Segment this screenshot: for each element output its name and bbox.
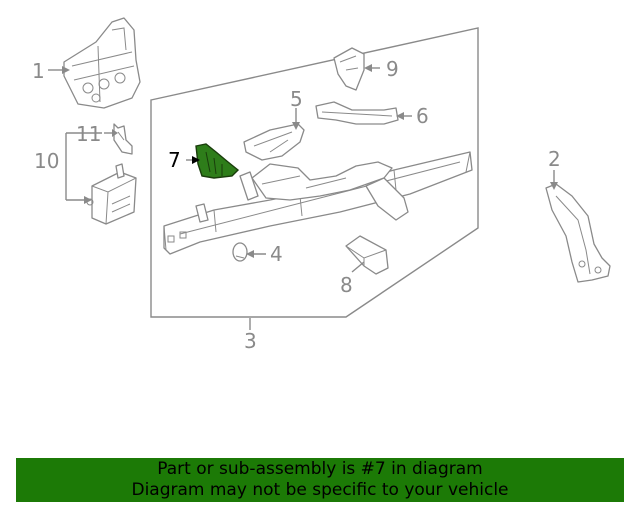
part-6-drawing[interactable] bbox=[315, 101, 399, 125]
part-5-drawing[interactable] bbox=[243, 123, 305, 161]
callout-5[interactable]: 5 bbox=[290, 87, 303, 111]
callout-8[interactable]: 8 bbox=[340, 273, 353, 297]
callout-1[interactable]: 1 bbox=[32, 59, 45, 83]
part-7-highlighted[interactable] bbox=[195, 143, 240, 179]
parts-diagram: 1 2 3 4 5 6 7 8 9 10 11 bbox=[32, 17, 611, 353]
callout-10[interactable]: 10 bbox=[34, 149, 59, 173]
part-9-drawing[interactable] bbox=[333, 47, 365, 91]
part-10-drawing[interactable] bbox=[86, 163, 137, 225]
part-8-drawing[interactable] bbox=[345, 235, 389, 275]
banner-line-1: Part or sub-assembly is #7 in diagram bbox=[157, 459, 483, 479]
part-11-drawing[interactable] bbox=[113, 123, 133, 155]
part-3-frame-rail[interactable] bbox=[163, 151, 473, 255]
callout-7[interactable]: 7 bbox=[168, 148, 181, 172]
part-4-drawing[interactable] bbox=[232, 242, 248, 262]
callout-2[interactable]: 2 bbox=[548, 147, 561, 171]
info-banner: Part or sub-assembly is #7 in diagram Di… bbox=[16, 458, 624, 502]
callout-6[interactable]: 6 bbox=[416, 104, 429, 128]
part-1-drawing[interactable] bbox=[63, 17, 141, 109]
part-2-drawing[interactable] bbox=[545, 183, 611, 283]
banner-line-2: Diagram may not be specific to your vehi… bbox=[131, 480, 509, 500]
callout-11[interactable]: 11 bbox=[76, 122, 101, 146]
callout-4[interactable]: 4 bbox=[270, 242, 283, 266]
callout-3[interactable]: 3 bbox=[244, 329, 257, 353]
assembly-panel-outline bbox=[150, 27, 479, 318]
arrowheads bbox=[62, 64, 558, 258]
callout-9[interactable]: 9 bbox=[386, 57, 399, 81]
